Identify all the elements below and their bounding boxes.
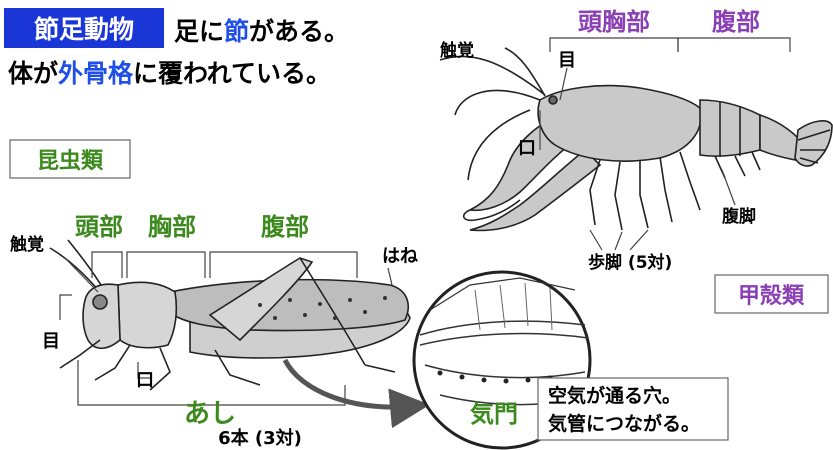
label-cephalothorax: 頭胸部	[578, 8, 650, 36]
label-insect-mouth: 口	[136, 370, 154, 391]
label-legs: あし	[184, 399, 236, 429]
label-insect-antenna: 触覚	[9, 234, 44, 255]
line1-part-b: がある。	[249, 17, 349, 46]
label-swimmerets: 腹脚	[722, 206, 756, 227]
label-wing: はね	[382, 246, 418, 267]
crayfish-illustration	[439, 47, 833, 232]
spiracle-note-line1: 空気が通る穴。	[548, 384, 681, 407]
label-crayfish-eye: 目	[558, 50, 576, 71]
label-crayfish-mouth: 口	[518, 138, 536, 159]
label-crayfish-antenna: 触覚	[439, 40, 474, 61]
label-walking-legs: 歩脚 (5対)	[588, 252, 672, 273]
spiracle-note-box	[537, 377, 729, 441]
line2-part-a: 体が	[8, 59, 58, 88]
magnify-arrow	[282, 358, 430, 429]
header-line1: 足に節がある。	[174, 17, 349, 46]
line1-highlight: 節	[224, 17, 249, 46]
label-insect-abdomen: 腹部	[261, 213, 309, 241]
spiracle-note-line2: 気管につながる。	[548, 412, 700, 435]
label-spiracle: 気門	[470, 400, 518, 428]
line1-part-a: 足に	[174, 17, 224, 46]
insect-category: 昆虫類	[37, 148, 104, 174]
crustacean-category-box	[714, 274, 829, 314]
label-crayfish-abdomen: 腹部	[712, 8, 760, 36]
label-insect-eye: 目	[42, 331, 60, 352]
header-line2: 体が外骨格に覆われている。	[8, 59, 331, 88]
title-box	[4, 8, 164, 48]
title-text: 節足動物	[34, 15, 134, 44]
crustacean-category: 甲殻類	[738, 284, 805, 309]
crayfish-brackets	[539, 37, 791, 251]
grasshopper-brackets	[59, 251, 393, 406]
insect-category-box	[9, 139, 131, 179]
label-insect-thorax: 胸部	[148, 213, 196, 241]
grasshopper-illustration	[49, 239, 411, 391]
line2-part-b: に覆われている。	[133, 59, 331, 88]
wing-spots	[258, 296, 387, 320]
line2-highlight: 外骨格	[58, 59, 134, 88]
label-insect-head: 頭部	[75, 213, 123, 241]
label-legs-count: 6本 (3対)	[218, 427, 302, 449]
